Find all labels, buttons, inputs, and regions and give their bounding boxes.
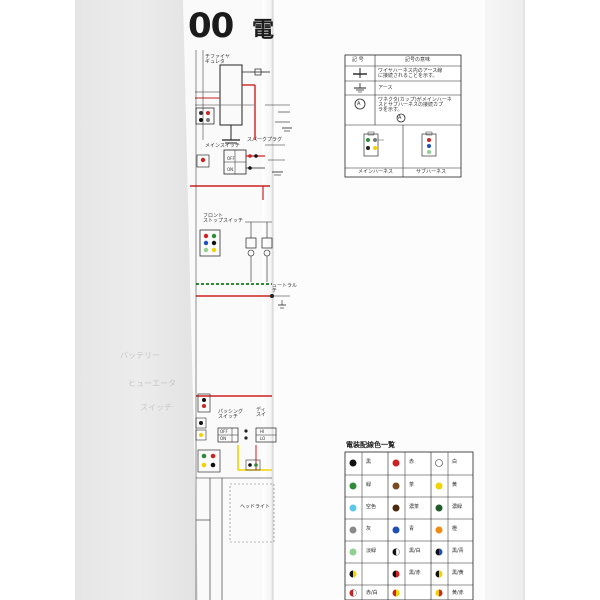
passing-on: ON <box>220 436 227 441</box>
main-switch-off: OFF <box>227 156 235 161</box>
front-stop-switch-label: フロント ストップスイッチ <box>203 213 244 224</box>
left-page <box>75 0 200 600</box>
legend-circle-a: A <box>357 101 361 107</box>
symbol-legend <box>344 54 462 178</box>
passing-off: OFF <box>220 429 228 434</box>
dimmer-lo: LO <box>260 436 266 441</box>
color-chart-cell: 赤/白 <box>366 590 378 596</box>
faint-fuse-text: ヒューエータ <box>128 379 176 388</box>
color-chart-title: 電装配線色一覧 <box>346 441 395 449</box>
color-chart-cell: 灰 <box>366 526 372 532</box>
legend-header-symbol: 記 号 <box>352 57 364 63</box>
legend-main-harness: メインハーネス <box>358 169 394 175</box>
color-chart-cell: 黄/赤 <box>452 590 464 596</box>
color-chart-cell: 濃茶 <box>409 504 420 510</box>
rectifier-label: チファイヤ ギュレタ <box>205 54 230 65</box>
passing-switch-label: パッシング スイッチ <box>218 409 244 420</box>
main-switch-label: メインスイッチ <box>205 143 240 149</box>
color-chart-cell: 青 <box>409 526 415 532</box>
color-swatches <box>349 459 443 597</box>
spark-plug-label: スパークプラグ <box>247 137 283 143</box>
color-chart-cell: 黒/白 <box>409 548 421 554</box>
dimmer-hi: HI <box>260 429 265 434</box>
color-chart-table <box>344 451 474 600</box>
legend-row-ground: アース <box>378 85 393 91</box>
color-chart-cell: 濃緑 <box>452 504 463 510</box>
legend-sub-harness: サブハーネス <box>416 169 447 175</box>
color-chart-cell: 茶 <box>409 482 415 488</box>
color-chart-cell: 黒/青 <box>452 548 464 554</box>
faint-battery-text: バッテリー <box>120 351 160 360</box>
wiring-diagram <box>190 50 292 600</box>
color-chart-cell: 淡緑 <box>366 548 377 554</box>
legend-row-harness-ground: ワイヤハーネス内のアース線 に接続されることを示す。 <box>378 68 443 79</box>
color-chart-cell: 赤 <box>409 459 415 465</box>
neutral-label: ュートラル チ <box>272 283 298 294</box>
legend-circle-a-2: A <box>398 115 402 121</box>
color-chart-cell: 橙 <box>452 526 458 532</box>
legend-row-connector: ワネクタ(カップ)がメインハーネ スとサブハーネスの接続カプ ラを示す。 <box>378 97 452 113</box>
headlight-label: ヘッドライト <box>240 504 271 510</box>
diagram-page <box>183 0 275 600</box>
color-chart-cell: 黄 <box>452 482 458 488</box>
color-chart-cell: 黒/黄 <box>452 570 464 576</box>
dimmer-switch-label: ディ スイ <box>256 407 267 418</box>
main-switch-on: ON <box>227 167 234 172</box>
color-chart-cell: 黒 <box>366 459 372 465</box>
diagram-title-number: 00 <box>188 6 234 46</box>
diagram-title-kanji: 電 <box>252 18 275 43</box>
faint-switch-text: スイッチ <box>140 403 172 412</box>
legend-header-meaning: 記号の意味 <box>405 57 431 63</box>
color-chart-cell: 空色 <box>366 504 377 510</box>
color-chart-cell: 緑 <box>366 482 372 488</box>
color-chart-cell: 白 <box>452 459 458 465</box>
color-chart-cell: 黒/赤 <box>409 570 421 576</box>
